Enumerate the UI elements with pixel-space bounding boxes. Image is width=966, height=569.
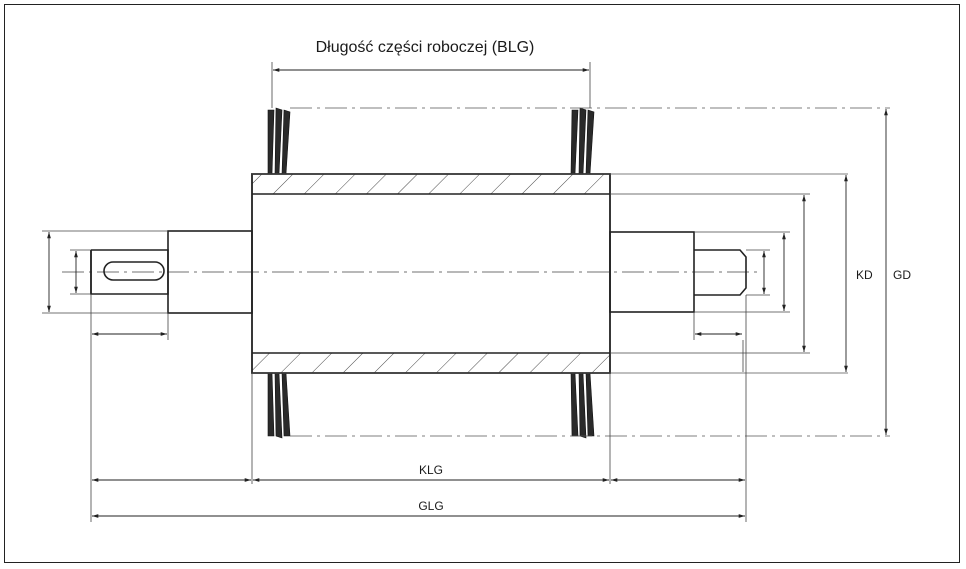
gd-label: GD [893, 268, 911, 282]
brush-tuft [267, 372, 275, 437]
drawing-frame [4, 4, 960, 563]
brush-tuft [281, 372, 291, 437]
brush-tuft [274, 107, 283, 175]
brush-tuft [578, 372, 587, 439]
brush-tuft [267, 109, 275, 175]
extension-lines [42, 62, 810, 522]
brush-tuft [578, 107, 587, 175]
working-length-label: Długość części roboczej (BLG) [316, 39, 535, 56]
brush-tuft [570, 372, 579, 437]
brush-tuft [274, 372, 283, 439]
brush-tuft [281, 109, 291, 175]
outer-diameter-lines [252, 107, 890, 437]
glg-label: GLG [418, 499, 443, 513]
dimension-lines [47, 68, 888, 518]
roller-core [251, 173, 611, 374]
kd-label: KD [856, 268, 873, 282]
brush-tuft [570, 109, 579, 175]
brush-tuft [585, 372, 595, 437]
brush-filaments [267, 107, 595, 439]
brush-tuft [585, 109, 595, 175]
klg-label: KLG [419, 463, 443, 477]
